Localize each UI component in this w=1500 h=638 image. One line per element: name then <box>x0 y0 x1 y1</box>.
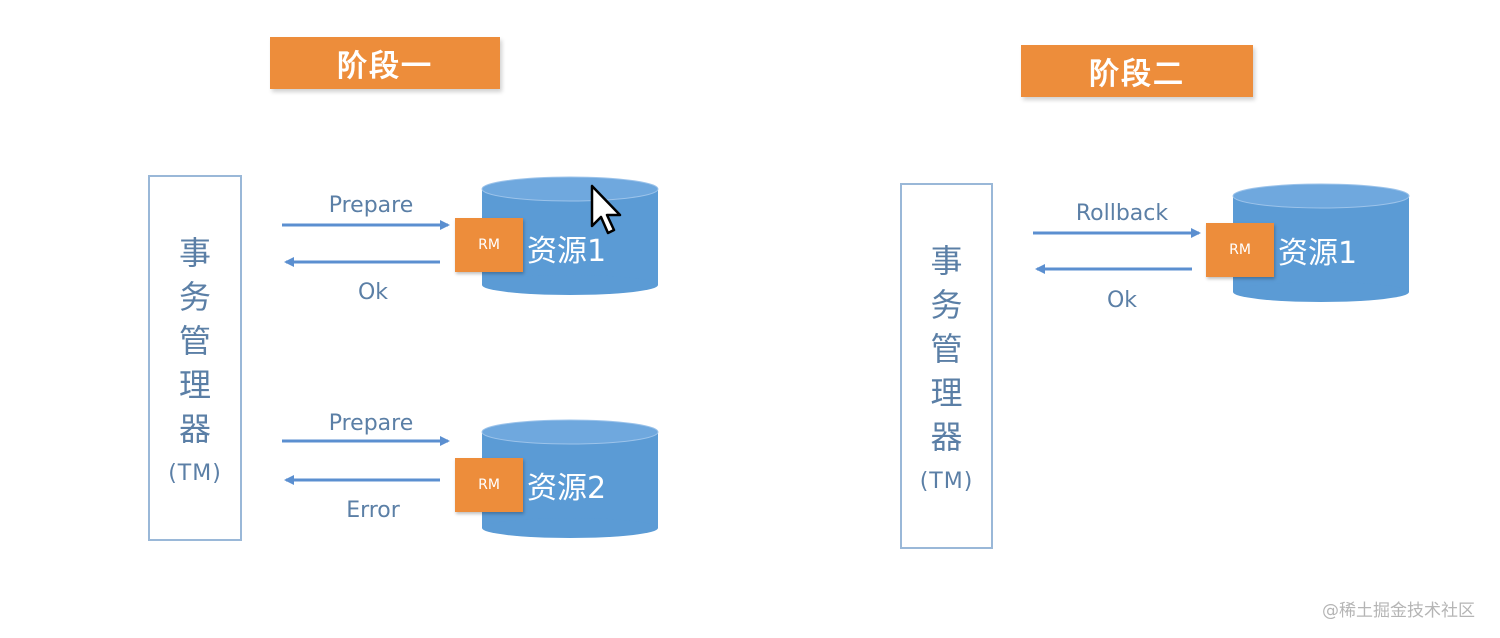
phase-one-label: 阶段一 <box>270 37 500 89</box>
rm-box-2: RM <box>455 458 523 512</box>
mouse-cursor-icon <box>590 184 622 235</box>
phase2-resource-1-label: 资源1 <box>1278 236 1358 271</box>
tm-char-4: 理 <box>930 373 963 412</box>
tm-char-3: 管 <box>178 321 211 360</box>
error-label-2: Error <box>346 498 400 523</box>
tm-char-1: 事 <box>178 233 211 272</box>
tm-char-5: 器 <box>178 409 211 448</box>
resource-1-label: 资源1 <box>527 234 607 269</box>
resource-2-label: 资源2 <box>527 471 607 506</box>
rollback-label: Rollback <box>1075 201 1169 226</box>
tm-char-2: 务 <box>930 285 963 324</box>
tm-char-5: 器 <box>930 417 963 456</box>
phase-two-label: 阶段二 <box>1021 45 1253 97</box>
tm-char-2: 务 <box>178 277 211 316</box>
prepare-label-1: Prepare <box>328 193 414 218</box>
ok-label-phase2: Ok <box>1106 288 1138 313</box>
ok-label-1: Ok <box>357 280 389 305</box>
tm-char-4: 理 <box>178 365 211 404</box>
tm-abbreviation: (TM) <box>168 460 222 486</box>
rm-box-phase2: RM <box>1206 223 1274 277</box>
resource-2-cylinder <box>481 419 659 538</box>
watermark: @稀土掘金技术社区 <box>1322 601 1475 621</box>
tm-char-1: 事 <box>930 241 963 280</box>
tm-abbreviation: (TM) <box>919 468 974 494</box>
transaction-manager-box-phase2: 事 务 管 理 器 (TM) <box>900 183 993 549</box>
rm-box-1: RM <box>455 218 523 272</box>
prepare-label-2: Prepare <box>328 411 414 436</box>
tm-char-3: 管 <box>930 329 963 368</box>
transaction-manager-box: 事 务 管 理 器 (TM) <box>148 175 242 541</box>
